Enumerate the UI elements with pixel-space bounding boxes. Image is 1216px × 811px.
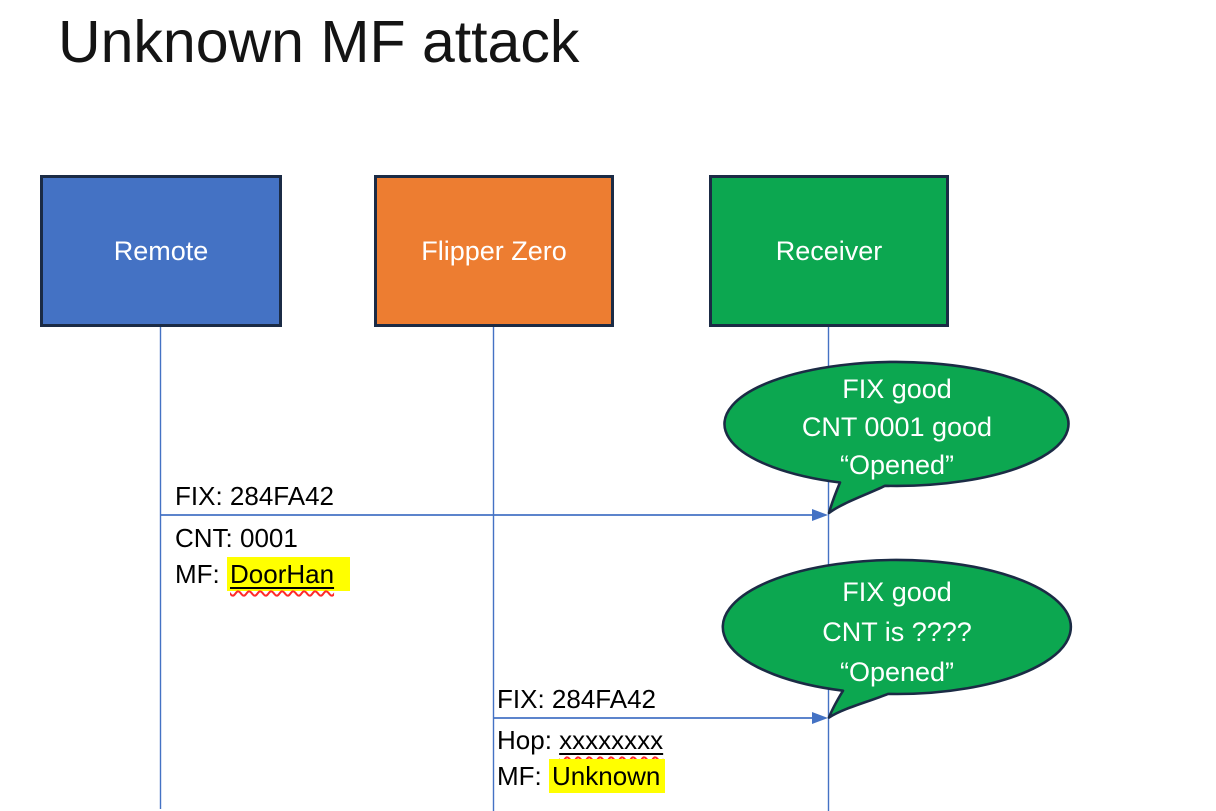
actor-label-receiver: Receiver — [775, 235, 883, 266]
message1-mf-prefix: MF: — [175, 559, 227, 589]
message2-fix-label: FIX: 284FA42 — [497, 684, 656, 714]
actor-box-remote: Remote — [40, 175, 282, 327]
actor-label-flipper-zero: Flipper Zero — [421, 235, 567, 266]
message2-hop-label: Hop: xxxxxxxx — [497, 723, 663, 757]
speech-bubble-2-text: FIX good CNT is ???? “Opened” — [723, 572, 1071, 692]
speech-bubble-2-shape — [721, 558, 1073, 719]
bubble2-line1: FIX good — [842, 577, 952, 607]
message2-hop-prefix: Hop: — [497, 725, 560, 755]
message1-fix-label: FIX: 284FA42 — [175, 481, 334, 511]
message2-mf-value: Unknown — [549, 759, 666, 793]
bubble2-line3: “Opened” — [839, 657, 955, 687]
message2-hop-value: xxxxxxxx — [559, 725, 664, 755]
message2-mf-prefix: MF: — [497, 761, 549, 791]
bubble1-line2: CNT 0001 good — [801, 412, 993, 442]
message1-mf-label: MF: DoorHan — [175, 557, 351, 591]
bubble1-line3: “Opened” — [839, 450, 955, 480]
message1-mf-value: DoorHan — [230, 559, 335, 589]
message-arrow-2-head — [812, 712, 828, 724]
message1-mf-highlight: DoorHan — [227, 557, 351, 591]
bubble2-line2: CNT is ???? — [822, 617, 972, 647]
actor-box-flipper-zero: Flipper Zero — [374, 175, 614, 327]
speech-bubble-1-text: FIX good CNT 0001 good “Opened” — [725, 370, 1069, 484]
bubble1-line1: FIX good — [842, 374, 952, 404]
actor-label-remote: Remote — [113, 235, 209, 266]
page-title: Unknown MF attack — [58, 9, 580, 75]
message1-cnt-label: CNT: 0001 — [175, 523, 298, 553]
actor-box-receiver: Receiver — [709, 175, 949, 327]
message2-mf-label: MF: Unknown — [497, 759, 666, 793]
speech-bubble-1-shape — [723, 360, 1070, 515]
message-arrow-1-head — [812, 509, 828, 521]
